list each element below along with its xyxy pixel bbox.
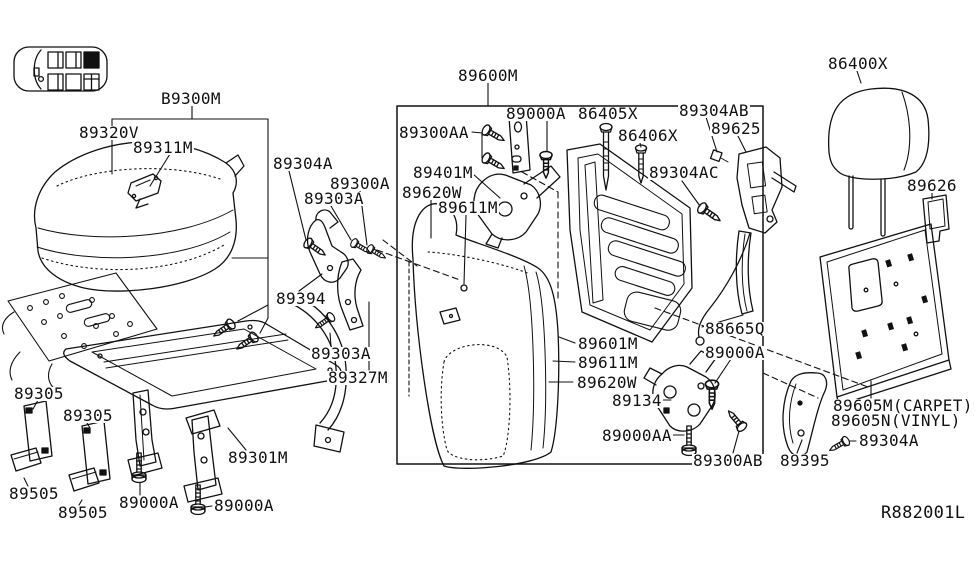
part-label-89611m: 89611M <box>437 198 499 217</box>
latch-mechanism-art <box>695 146 797 346</box>
part-label-86405x: 86405X <box>577 104 639 123</box>
part-label-89304ac: 89304AC <box>648 163 720 182</box>
part-label-b9300m: B9300M <box>160 89 222 108</box>
part-label-89600m: 89600M <box>457 66 519 85</box>
headrest-guide-art <box>922 194 950 244</box>
part-label-89620w: 89620W <box>576 373 638 392</box>
part-label-89303a: 89303A <box>303 189 365 208</box>
part-label-89305: 89305 <box>62 406 114 425</box>
seat-back-assembly-box <box>396 105 764 465</box>
part-label-89304ab: 89304AB <box>678 101 750 120</box>
part-label-86406x: 86406X <box>617 126 679 145</box>
leader-lines <box>23 70 933 508</box>
part-label-89625: 89625 <box>710 119 762 138</box>
part-label-89395: 89395 <box>779 451 831 470</box>
part-label-89505: 89505 <box>57 503 109 522</box>
part-label-89300a: 89300A <box>329 174 391 193</box>
part-label-86400x: 86400X <box>827 54 889 73</box>
van-top-view-seat-map-icon <box>13 46 108 92</box>
part-label-89000a: 89000A <box>704 343 766 362</box>
part-label-89320v: 89320V <box>78 123 140 142</box>
part-label-89000a: 89000A <box>213 496 275 515</box>
part-label-89303a: 89303A <box>310 344 372 363</box>
side-cover-art <box>782 372 828 457</box>
part-label-89611m: 89611M <box>577 353 639 372</box>
part-label-89327m: 89327M <box>327 368 389 387</box>
figure-reference-code: R882001L <box>881 503 966 523</box>
part-label-89301m: 89301M <box>227 448 289 467</box>
seat-back-frame-art <box>566 143 693 343</box>
part-label-89605m(carpet): 89605M(CARPET) <box>832 396 974 415</box>
part-label-89305: 89305 <box>13 384 65 403</box>
back-panel-art <box>819 223 952 406</box>
part-label-89620w: 89620W <box>401 183 463 202</box>
part-label-89000aa: 89000AA <box>601 426 673 445</box>
part-label-89626: 89626 <box>906 176 958 195</box>
part-label-89311m: 89311M <box>132 138 194 157</box>
hinge-brackets-art <box>306 209 364 331</box>
seat-back-cushion-art <box>411 203 560 469</box>
part-label-89505: 89505 <box>8 484 60 503</box>
headrest-art <box>827 87 930 237</box>
part-label-89300ab: 89300AB <box>692 451 764 470</box>
part-label-89134: 89134 <box>611 391 663 410</box>
suspension-pan-art <box>1 272 158 391</box>
long-bolts-art <box>599 122 648 191</box>
part-label-89394: 89394 <box>275 289 327 308</box>
part-label-89601m: 89601M <box>577 334 639 353</box>
part-label-89300aa: 89300AA <box>398 123 470 142</box>
part-label-88665q: 88665Q <box>704 319 766 338</box>
part-label-89401m: 89401M <box>412 163 474 182</box>
seat-cushion-art <box>33 141 245 292</box>
part-label-89000a: 89000A <box>118 493 180 512</box>
part-label-89605n(vinyl): 89605N(VINYL) <box>830 411 962 430</box>
part-label-89000a: 89000A <box>505 104 567 123</box>
part-label-89304a: 89304A <box>858 431 920 450</box>
part-label-89304a: 89304A <box>272 154 334 173</box>
